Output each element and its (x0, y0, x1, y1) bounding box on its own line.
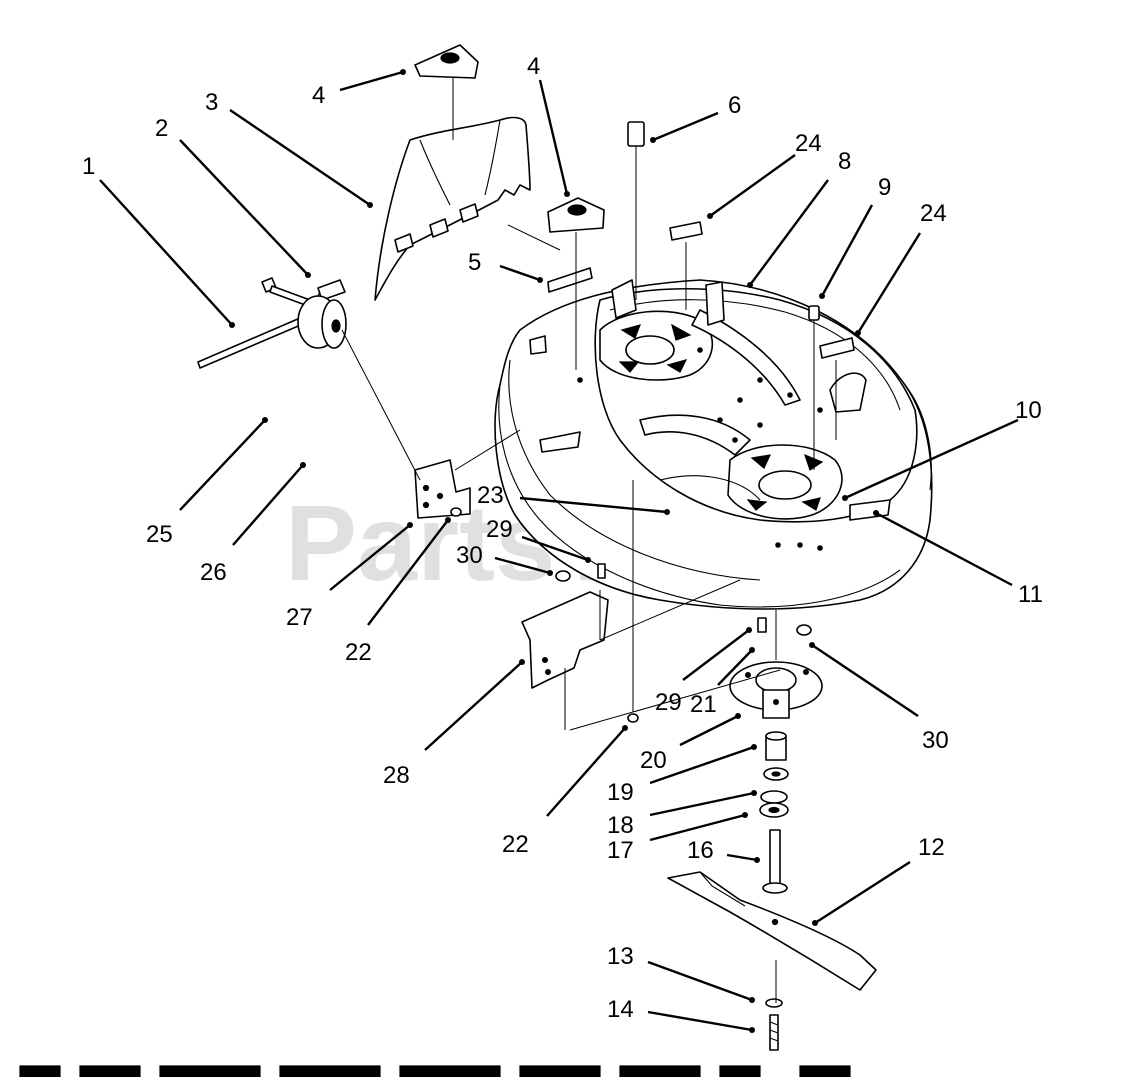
callout-5: 5 (468, 249, 481, 276)
callout-8: 8 (838, 148, 851, 175)
part-13-washer (765, 998, 783, 1008)
callout-4: 4 (312, 82, 325, 109)
part-4-wedge-block-b (547, 197, 605, 233)
part-20-spacer (765, 731, 787, 761)
callout-20: 20 (640, 747, 667, 774)
callout-12: 12 (918, 834, 945, 861)
part-4-wedge-block-a (414, 44, 479, 79)
callout-26: 26 (200, 559, 227, 586)
callout-27: 27 (286, 604, 313, 631)
right-spindle-mount (727, 444, 843, 520)
callout-11: 11 (1018, 581, 1043, 608)
part-12-blade (667, 871, 877, 991)
callout-24: 24 (920, 200, 947, 227)
callout-24: 24 (795, 130, 822, 157)
part-30-nut-b (796, 624, 812, 636)
callout-10: 10 (1015, 397, 1042, 424)
callout-labels: 1 2 3 4 4 5 6 24 8 9 24 10 11 23 29 30 2… (82, 53, 1043, 1023)
part-29-bolt-b (757, 617, 767, 633)
part-22-nut-a (450, 507, 462, 517)
part-21-spindle-housing (729, 661, 823, 719)
deck-holes (577, 347, 823, 551)
part-1-rod (197, 317, 304, 369)
callout-16: 16 (687, 837, 714, 864)
part-27-wheel-bracket (414, 459, 471, 519)
callout-21: 21 (690, 691, 717, 718)
callout-18: 18 (607, 812, 634, 839)
callout-13: 13 (607, 943, 634, 970)
callout-19: 19 (607, 779, 634, 806)
callout-17: 17 (607, 837, 634, 864)
part-24-pad-a (669, 221, 703, 241)
callout-23: 23 (477, 482, 504, 509)
part-19-washer (763, 767, 789, 781)
part-24-pad-b (819, 337, 855, 359)
callout-3: 3 (205, 89, 218, 116)
callout-29: 29 (486, 516, 513, 543)
callout-25: 25 (146, 521, 173, 548)
callout-14: 14 (607, 996, 634, 1023)
part-22-nut-b (627, 713, 639, 723)
part-16-spindle-shaft (762, 829, 788, 894)
callout-30: 30 (922, 727, 949, 754)
callout-30: 30 (456, 542, 483, 569)
callout-1: 1 (82, 153, 95, 180)
callout-22: 22 (502, 831, 529, 858)
part-5-pad (547, 267, 593, 293)
alignment-lines (341, 78, 837, 1003)
part-9-bolt (808, 305, 820, 470)
part-14-blade-bolt (769, 1014, 779, 1051)
callout-28: 28 (383, 762, 410, 789)
part-28-baffle-bracket (521, 591, 609, 689)
callout-6: 6 (728, 92, 741, 119)
part-26-wheel (297, 295, 347, 349)
callout-2: 2 (155, 115, 168, 142)
part-29-bolt-a (597, 563, 606, 579)
part-17-bearing (759, 802, 789, 818)
callout-4: 4 (527, 53, 540, 80)
left-spindle-mount (599, 310, 714, 381)
part-3-discharge-chute (374, 116, 531, 301)
part-25-bolt (261, 277, 311, 307)
part-6-bolt (627, 121, 645, 300)
callout-leaders (99, 69, 1019, 1033)
callout-22: 22 (345, 639, 372, 666)
mower-deck-housing (494, 279, 933, 610)
callout-9: 9 (878, 174, 891, 201)
part-18-bearing (760, 790, 788, 804)
cropped-title-strip (19, 1065, 851, 1077)
part-30-nut-a (555, 570, 571, 582)
callout-29: 29 (655, 689, 682, 716)
